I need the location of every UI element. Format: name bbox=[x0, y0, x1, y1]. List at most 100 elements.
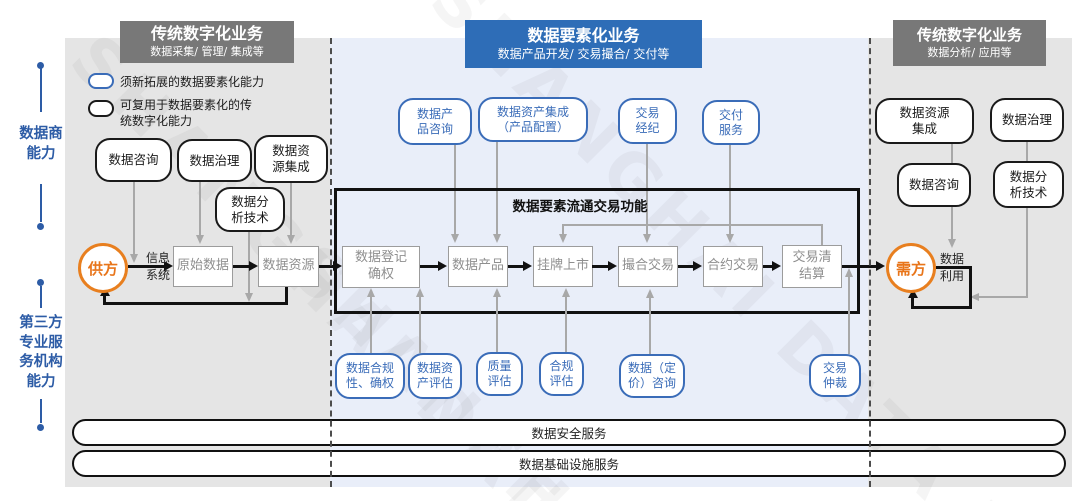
bracket-dot bbox=[37, 424, 44, 431]
flow-arrow-line bbox=[678, 265, 694, 268]
bracket-dot bbox=[37, 62, 44, 69]
contract-box: 合约交易 bbox=[703, 246, 763, 287]
arrowhead-up bbox=[366, 288, 375, 297]
connector-line bbox=[1026, 142, 1028, 161]
bracket-line bbox=[40, 184, 42, 222]
connector-line bbox=[133, 182, 135, 255]
header-title: 传统数字化业务 bbox=[150, 24, 263, 44]
box-data-consulting-left: 数据咨询 bbox=[95, 138, 172, 182]
arrowhead-right bbox=[608, 261, 617, 271]
trading-function-box bbox=[334, 188, 860, 314]
header-subtitle: 数据采集/ 管理/ 集成等 bbox=[150, 45, 264, 59]
data-product-box: 数据产品 bbox=[448, 246, 508, 287]
side-label-data-provider-capability: 数据商 能力 bbox=[19, 125, 63, 162]
raw-data-box: 原始数据 bbox=[173, 246, 233, 287]
utilization-loop-line bbox=[936, 266, 972, 269]
trading-function-title: 数据要素流通交易功能 bbox=[512, 199, 648, 215]
bracket-line bbox=[40, 399, 42, 423]
box-data-consulting-right: 数据咨询 bbox=[897, 163, 971, 207]
bracket-dot bbox=[37, 223, 44, 230]
header-title: 传统数字化业务 bbox=[916, 26, 1022, 45]
feedback-loop-line bbox=[103, 302, 288, 305]
box-data-governance-right: 数据治理 bbox=[990, 98, 1064, 142]
arrowhead-up bbox=[844, 268, 853, 277]
arrowhead-right bbox=[772, 261, 781, 271]
data-security-service-bar: 数据安全服务 bbox=[72, 419, 1066, 446]
arrowhead-down bbox=[286, 235, 295, 244]
arrowhead-down bbox=[558, 234, 567, 243]
demander-circle: 需方 bbox=[886, 243, 936, 293]
arrowhead-down bbox=[244, 293, 253, 302]
arrowhead-right bbox=[438, 261, 447, 271]
arrowhead-right bbox=[876, 261, 885, 271]
zone-divider-right bbox=[869, 38, 871, 487]
clearing-box: 交易清 结算 bbox=[782, 245, 842, 288]
arrowhead-right bbox=[164, 261, 173, 271]
connector-line bbox=[821, 224, 823, 246]
box-data-resource-integration-left: 数据资 源集成 bbox=[254, 135, 328, 183]
connector-line bbox=[565, 296, 567, 352]
box-delivery-service: 交付 服务 bbox=[702, 100, 760, 145]
utilization-loop-line bbox=[969, 266, 972, 309]
header-center-data-element: 数据要素化业务 数据产品开发/ 交易撮合/ 交付等 bbox=[465, 20, 702, 68]
box-compliance-assessment: 合规 评估 bbox=[539, 352, 584, 396]
flow-arrow-line bbox=[420, 265, 439, 268]
arrowhead-up bbox=[561, 288, 570, 297]
arrowhead-left bbox=[970, 292, 979, 301]
legend-reusable-capability-label: 可复用于数据要素化的传 统数字化能力 bbox=[120, 98, 253, 129]
arrowhead-right bbox=[249, 261, 258, 271]
legend-new-capability-label: 须新拓展的数据要素化能力 bbox=[120, 75, 265, 89]
arrowhead-up bbox=[415, 288, 424, 297]
listing-box: 挂牌上市 bbox=[533, 246, 593, 287]
header-subtitle: 数据分析/ 应用等 bbox=[927, 45, 1012, 59]
data-resource-box: 数据资源 bbox=[258, 246, 319, 287]
box-data-analysis-tech-right: 数据分 析技术 bbox=[993, 161, 1064, 208]
utilization-loop-line bbox=[911, 306, 971, 309]
header-title: 数据要素化业务 bbox=[527, 25, 640, 45]
zone-divider-left bbox=[330, 38, 332, 487]
bracket-line bbox=[40, 286, 42, 308]
flow-arrow-line bbox=[592, 265, 609, 268]
arrowhead-up bbox=[907, 289, 918, 298]
legend-black-pill-icon bbox=[88, 100, 114, 117]
feedback-loop-line bbox=[103, 295, 106, 305]
arrowhead-down bbox=[725, 234, 734, 243]
legend-blue-pill-icon bbox=[88, 73, 114, 89]
header-left-traditional: 传统数字化业务 数据采集/ 管理/ 集成等 bbox=[120, 21, 294, 63]
info-system-label: 信息 系统 bbox=[145, 251, 170, 282]
box-pricing-consulting: 数据（定 价）咨询 bbox=[619, 354, 685, 398]
connector-line bbox=[848, 277, 850, 354]
box-trade-arbitration: 交易 仲裁 bbox=[809, 354, 861, 397]
connector-line bbox=[951, 144, 953, 163]
box-data-governance-left: 数据治理 bbox=[177, 139, 252, 182]
supplier-circle: 供方 bbox=[78, 243, 128, 293]
connector-line bbox=[649, 297, 651, 354]
connector-line bbox=[978, 296, 1028, 298]
data-infrastructure-service-bar: 数据基础设施服务 bbox=[72, 450, 1066, 477]
data-utilization-label: 数据 利用 bbox=[939, 252, 964, 283]
connector-line bbox=[951, 207, 953, 240]
header-right-traditional: 传统数字化业务 数据分析/ 应用等 bbox=[893, 20, 1046, 66]
box-quality-assessment: 质量 评估 bbox=[476, 352, 523, 396]
box-asset-valuation: 数据资 产评估 bbox=[408, 353, 462, 399]
connector-line bbox=[562, 224, 564, 235]
arrowhead-down bbox=[450, 234, 459, 243]
box-data-resource-integration-right: 数据资源 集成 bbox=[875, 98, 974, 144]
connector-line bbox=[1026, 208, 1028, 298]
arrowhead-down bbox=[492, 234, 501, 243]
feedback-loop-line bbox=[285, 287, 288, 305]
connector-line bbox=[496, 296, 498, 352]
matching-box: 撮合交易 bbox=[618, 246, 678, 287]
header-subtitle: 数据产品开发/ 交易撮合/ 交付等 bbox=[497, 46, 670, 61]
utilization-loop-line bbox=[911, 297, 914, 308]
connector-line bbox=[419, 296, 421, 353]
flow-arrow-line bbox=[128, 265, 166, 268]
arrowhead-down bbox=[129, 254, 138, 263]
bracket-dot bbox=[37, 279, 44, 286]
arrowhead-right bbox=[523, 261, 532, 271]
side-label-third-party-capability: 第三方 专业服 务机构 能力 bbox=[19, 314, 63, 390]
box-data-asset-integration: 数据资产集成 （产品配置） bbox=[478, 97, 588, 142]
box-compliance-confirmation: 数据合规 性、确权 bbox=[335, 353, 405, 399]
flow-arrow-line bbox=[763, 265, 774, 268]
